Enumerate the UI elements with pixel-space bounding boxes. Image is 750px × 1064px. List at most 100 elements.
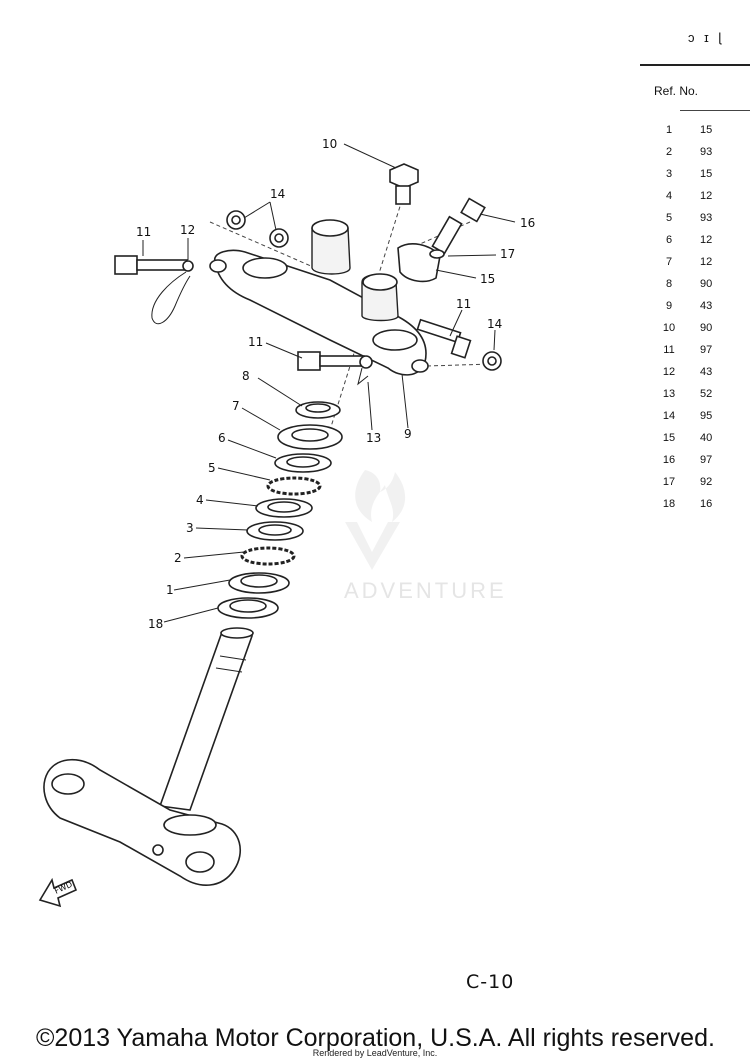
part-number: 43 (700, 366, 713, 378)
part-number: 93 (700, 146, 713, 158)
table-row: 1 15 (640, 124, 750, 144)
cover-7 (277, 424, 343, 450)
handlebar-holder (397, 243, 441, 283)
bolt-10 (389, 163, 419, 205)
part-number: 95 (700, 410, 713, 422)
part-number: 92 (700, 476, 713, 488)
seal-18 (217, 597, 279, 619)
part-number: 93 (700, 212, 713, 224)
part-number: 52 (700, 388, 713, 400)
part-number: 16 (700, 498, 713, 510)
clip-12 (151, 260, 194, 325)
callout-11-right: 11 (456, 297, 471, 311)
race-1 (228, 572, 290, 594)
callout-12: 12 (180, 223, 195, 237)
table-row: 10 90 (640, 322, 750, 342)
ref-number: 7 (665, 256, 673, 268)
table-header-ref-no: Ref. No. (654, 84, 699, 98)
nut-14-mid (269, 228, 289, 248)
bolt-11-left (114, 255, 188, 275)
table-header-rule (680, 110, 750, 111)
balls-2 (240, 546, 296, 566)
ref-number: 4 (665, 190, 673, 202)
ref-number: 2 (665, 146, 673, 158)
callout-16: 16 (520, 216, 535, 230)
ref-number: 18 (662, 498, 676, 510)
table-row: 2 93 (640, 146, 750, 166)
callout-3: 3 (186, 521, 194, 535)
ref-number: 10 (662, 322, 676, 334)
balls-5 (266, 476, 322, 496)
ref-number: 1 (665, 124, 673, 136)
ref-number: 12 (662, 366, 676, 378)
part-number: 90 (700, 278, 713, 290)
ref-number: 14 (662, 410, 676, 422)
table-row: 5 93 (640, 212, 750, 232)
callout-8: 8 (242, 369, 250, 383)
table-row: 12 43 (640, 366, 750, 386)
table-row: 8 90 (640, 278, 750, 298)
bolt-11-right (416, 318, 472, 359)
race-4 (255, 498, 313, 518)
table-row: 9 43 (640, 300, 750, 320)
washer-17 (429, 249, 445, 259)
part-number: 12 (700, 234, 713, 246)
ref-number: 11 (663, 344, 675, 356)
callout-5: 5 (208, 461, 216, 475)
ref-number: 6 (665, 234, 673, 246)
ring-nut-8 (295, 401, 341, 419)
ref-number: 9 (665, 300, 673, 312)
callout-2: 2 (174, 551, 182, 565)
nut-14-upper (226, 210, 246, 230)
part-number: 97 (700, 344, 713, 356)
part-number: 90 (700, 322, 713, 334)
part-number: 40 (700, 432, 713, 444)
ref-number: 5 (665, 212, 673, 224)
part-number: 12 (700, 256, 713, 268)
race-6 (274, 453, 332, 473)
callout-18: 18 (148, 617, 163, 631)
header-fragment: ɔ ɪ ɭ (688, 30, 725, 45)
ref-number: 17 (662, 476, 676, 488)
bolt-16 (431, 197, 486, 255)
callout-14-top: 14 (270, 187, 285, 201)
ref-number: 8 (665, 278, 673, 290)
fwd-arrow-icon: FWD (38, 877, 78, 908)
callout-4: 4 (196, 493, 204, 507)
page-code: C-10 (466, 971, 515, 993)
table-row: 11 97 (640, 344, 750, 364)
table-row: 7 12 (640, 256, 750, 276)
ref-number: 15 (662, 432, 676, 444)
callout-11-mid: 11 (248, 335, 263, 349)
callout-14-right: 14 (487, 317, 502, 331)
ref-number: 3 (665, 168, 673, 180)
callout-7: 7 (232, 399, 240, 413)
table-row: 6 12 (640, 234, 750, 254)
callout-9: 9 (404, 427, 412, 441)
part-number: 15 (700, 168, 713, 180)
lower-bracket (43, 759, 242, 886)
copyright-notice: ©2013 Yamaha Motor Corporation, U.S.A. A… (36, 1024, 715, 1052)
upper-bracket (209, 219, 429, 376)
callout-11-left: 11 (136, 225, 151, 239)
bolt-11-mid (297, 351, 365, 371)
ref-number: 16 (662, 454, 676, 466)
callout-15: 15 (480, 272, 495, 286)
part-number: 15 (700, 124, 713, 136)
table-top-rule (640, 64, 750, 66)
watermark-text: ADVENTURE (344, 578, 507, 603)
ref-number: 13 (662, 388, 676, 400)
part-number: 43 (700, 300, 713, 312)
callout-13: 13 (366, 431, 381, 445)
leader-lines (142, 143, 516, 623)
watermark-logo (345, 470, 406, 570)
table-row: 13 52 (640, 388, 750, 408)
callouts: 10 14 16 17 15 11 12 11 14 11 8 7 6 5 4 … (136, 137, 535, 631)
race-3 (246, 521, 304, 541)
steering-stem (158, 627, 254, 811)
